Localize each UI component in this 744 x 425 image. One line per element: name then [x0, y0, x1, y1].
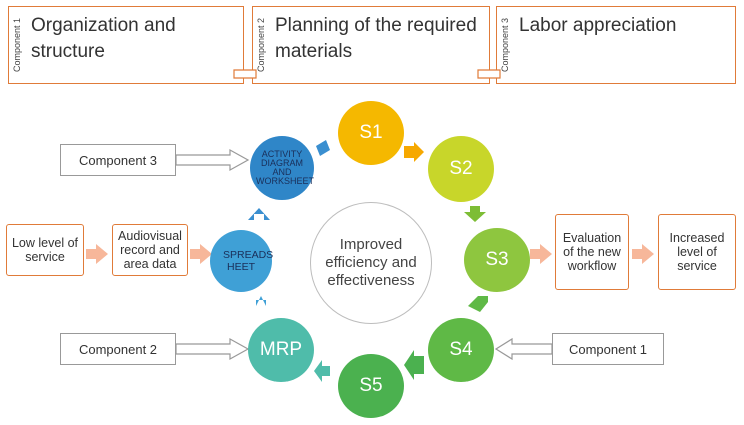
- arrow-audio-to-spreadsheet: [190, 244, 212, 264]
- node-activity: ACTIVITY DIAGRAM AND WORKSHEET: [250, 136, 314, 200]
- node-mrp: MRP: [248, 318, 314, 382]
- arrow-component2-callout: [175, 337, 250, 361]
- arrow-s2-s3: [464, 206, 486, 222]
- callout-component-2: Component 2: [60, 333, 176, 365]
- arrow-low-to-audio: [86, 244, 108, 264]
- audiovisual-label: Audiovisual record and area data: [118, 229, 182, 271]
- arrow-mrp-spreadsheet: [256, 296, 266, 306]
- arrow-activity-s1: [316, 140, 330, 156]
- node-s3-label: S3: [485, 249, 509, 270]
- node-s3: S3: [464, 228, 530, 292]
- node-s1: S1: [338, 101, 404, 165]
- node-mrp-label: MRP: [259, 339, 303, 360]
- node-activity-label: ACTIVITY DIAGRAM AND WORKSHEET: [256, 149, 315, 186]
- component-1-box: Component 1 Organization and structure: [8, 6, 244, 84]
- top-connector-1: [233, 69, 257, 79]
- node-s5-label: S5: [359, 375, 383, 396]
- evaluation-box: Evaluation of the new workflow: [555, 214, 629, 290]
- arrow-s4-s5: [404, 350, 424, 380]
- callout-component-3-label: Component 3: [78, 152, 158, 168]
- callout-component-1: Component 1: [552, 333, 664, 365]
- node-s1-label: S1: [359, 122, 383, 143]
- arrow-spreadsheet-activity: [248, 208, 270, 220]
- low-service-box: Low level of service: [6, 224, 84, 276]
- arrow-s3-to-evaluation: [530, 244, 552, 264]
- callout-component-1-label: Component 1: [568, 341, 648, 357]
- arrow-s3-s4: [468, 296, 488, 312]
- component-3-title: Labor appreciation: [519, 15, 677, 36]
- arrow-s5-mrp: [314, 360, 330, 382]
- audiovisual-box: Audiovisual record and area data: [112, 224, 188, 276]
- arrow-s1-s2: [404, 142, 424, 162]
- callout-component-2-label: Component 2: [78, 341, 158, 357]
- callout-component-3: Component 3: [60, 144, 176, 176]
- increased-service-box: Increased level of service: [658, 214, 736, 290]
- arrow-component3-callout: [175, 148, 250, 172]
- component-2-box: Component 2 Planning of the required mat…: [252, 6, 490, 84]
- node-s2-label: S2: [449, 158, 473, 179]
- top-connector-2: [477, 69, 501, 79]
- node-spreadsheet-label: SPREADS HEET: [223, 249, 274, 273]
- node-s5: S5: [338, 354, 404, 418]
- arrow-component1-callout: [494, 337, 553, 361]
- node-s4-label: S4: [449, 339, 473, 360]
- increased-service-label: Increased level of service: [669, 231, 725, 273]
- node-spreadsheet: SPREADS HEET: [210, 230, 274, 292]
- node-s2: S2: [428, 136, 494, 202]
- component-2-title: Planning of the required materials: [275, 15, 477, 62]
- low-service-label: Low level of service: [11, 236, 78, 264]
- evaluation-label: Evaluation of the new workflow: [562, 231, 622, 273]
- component-3-box: Component 3 Labor appreciation: [496, 6, 736, 84]
- center-goal: Improved efficiency and effectiveness: [310, 202, 432, 324]
- arrow-evaluation-to-result: [632, 244, 654, 264]
- center-goal-label: Improved efficiency and effectiveness: [325, 236, 417, 289]
- node-s4: S4: [428, 318, 494, 382]
- component-1-title: Organization and structure: [31, 15, 176, 62]
